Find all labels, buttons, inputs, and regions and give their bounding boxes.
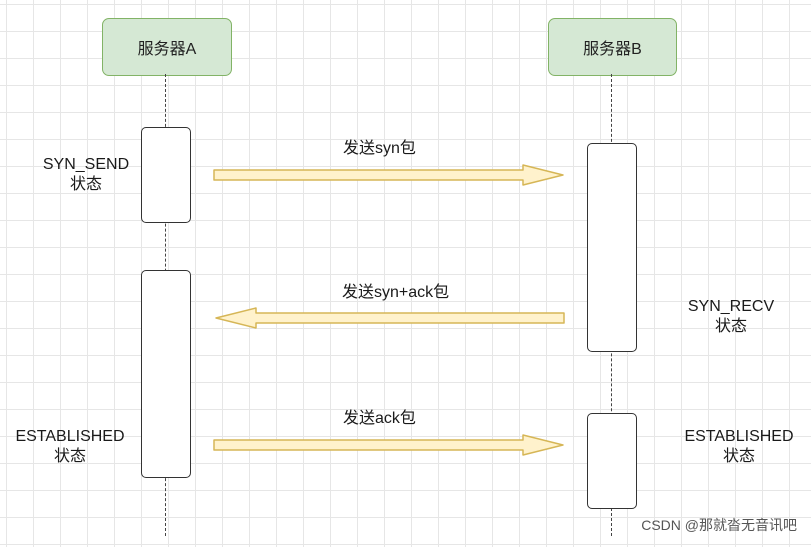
server-a-activation-1 — [141, 127, 191, 223]
server-b-label: 服务器B — [583, 41, 642, 58]
established-b-state: ESTABLISHED 状态 — [670, 427, 808, 467]
syn-arrow — [213, 164, 564, 186]
syn-send-state: SYN_SEND 状态 — [30, 155, 142, 195]
established-b-state-suffix: 状态 — [722, 448, 755, 465]
syn-recv-state-suffix: 状态 — [714, 318, 747, 335]
syn-message-label: 发送syn包 — [343, 140, 416, 157]
watermark: CSDN @那就沓无音讯吧 — [641, 517, 797, 533]
syn-send-state-suffix: 状态 — [69, 176, 102, 193]
server-b-activation-1 — [587, 143, 637, 352]
syn-send-state-name: SYN_SEND — [42, 156, 130, 173]
server-a-activation-2 — [141, 270, 191, 478]
server-a-node: 服务器A — [102, 18, 232, 76]
syn-ack-message-label: 发送syn+ack包 — [342, 284, 450, 301]
established-a-state-name: ESTABLISHED — [15, 428, 125, 445]
ack-arrow — [213, 434, 564, 456]
syn-recv-state: SYN_RECV 状态 — [672, 297, 790, 337]
established-a-state-suffix: 状态 — [53, 448, 86, 465]
server-b-node: 服务器B — [548, 18, 677, 76]
ack-message-label: 发送ack包 — [343, 410, 416, 427]
server-a-label: 服务器A — [137, 41, 197, 58]
syn-recv-state-name: SYN_RECV — [687, 298, 775, 315]
established-a-state: ESTABLISHED 状态 — [0, 427, 140, 467]
syn-ack-arrow — [215, 307, 565, 329]
server-b-activation-2 — [587, 413, 637, 509]
established-b-state-name: ESTABLISHED — [684, 428, 794, 445]
